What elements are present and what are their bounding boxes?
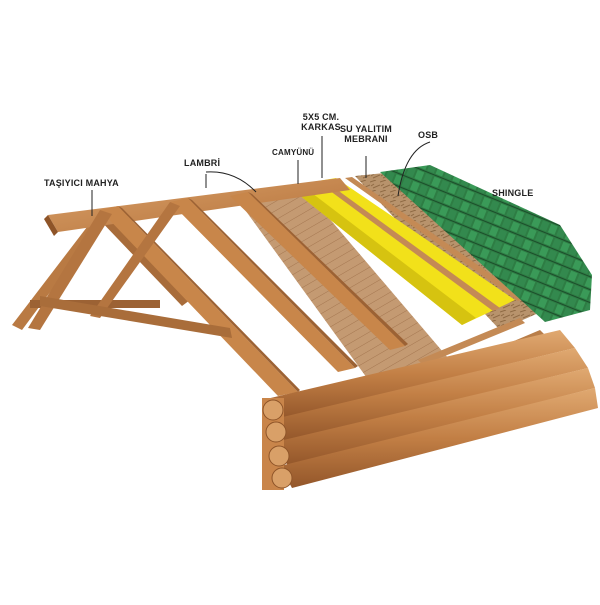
tie-beam (40, 296, 232, 338)
label-karkas: 5x5 cm. KARKAS (301, 112, 341, 132)
leader-lines (91, 136, 431, 216)
leader-osb (397, 141, 431, 197)
insulation-membrane-shadow (288, 184, 476, 325)
label-tasiyici-mahya: TAŞIYICI MAHYA (44, 178, 119, 188)
insulation-membrane (288, 178, 515, 325)
label-shingle: SHINGLE (492, 188, 534, 198)
label-su-yalitim: SU YALITIM MEBRANI (339, 124, 392, 144)
leader-lambri (205, 171, 257, 193)
log-wall (262, 330, 598, 490)
label-lambri: LAMBRİ (184, 158, 221, 168)
label-osb: OSB (418, 130, 439, 140)
label-camyunu: CAMYÜNÜ (272, 148, 315, 157)
shingle-roofing (380, 165, 592, 322)
